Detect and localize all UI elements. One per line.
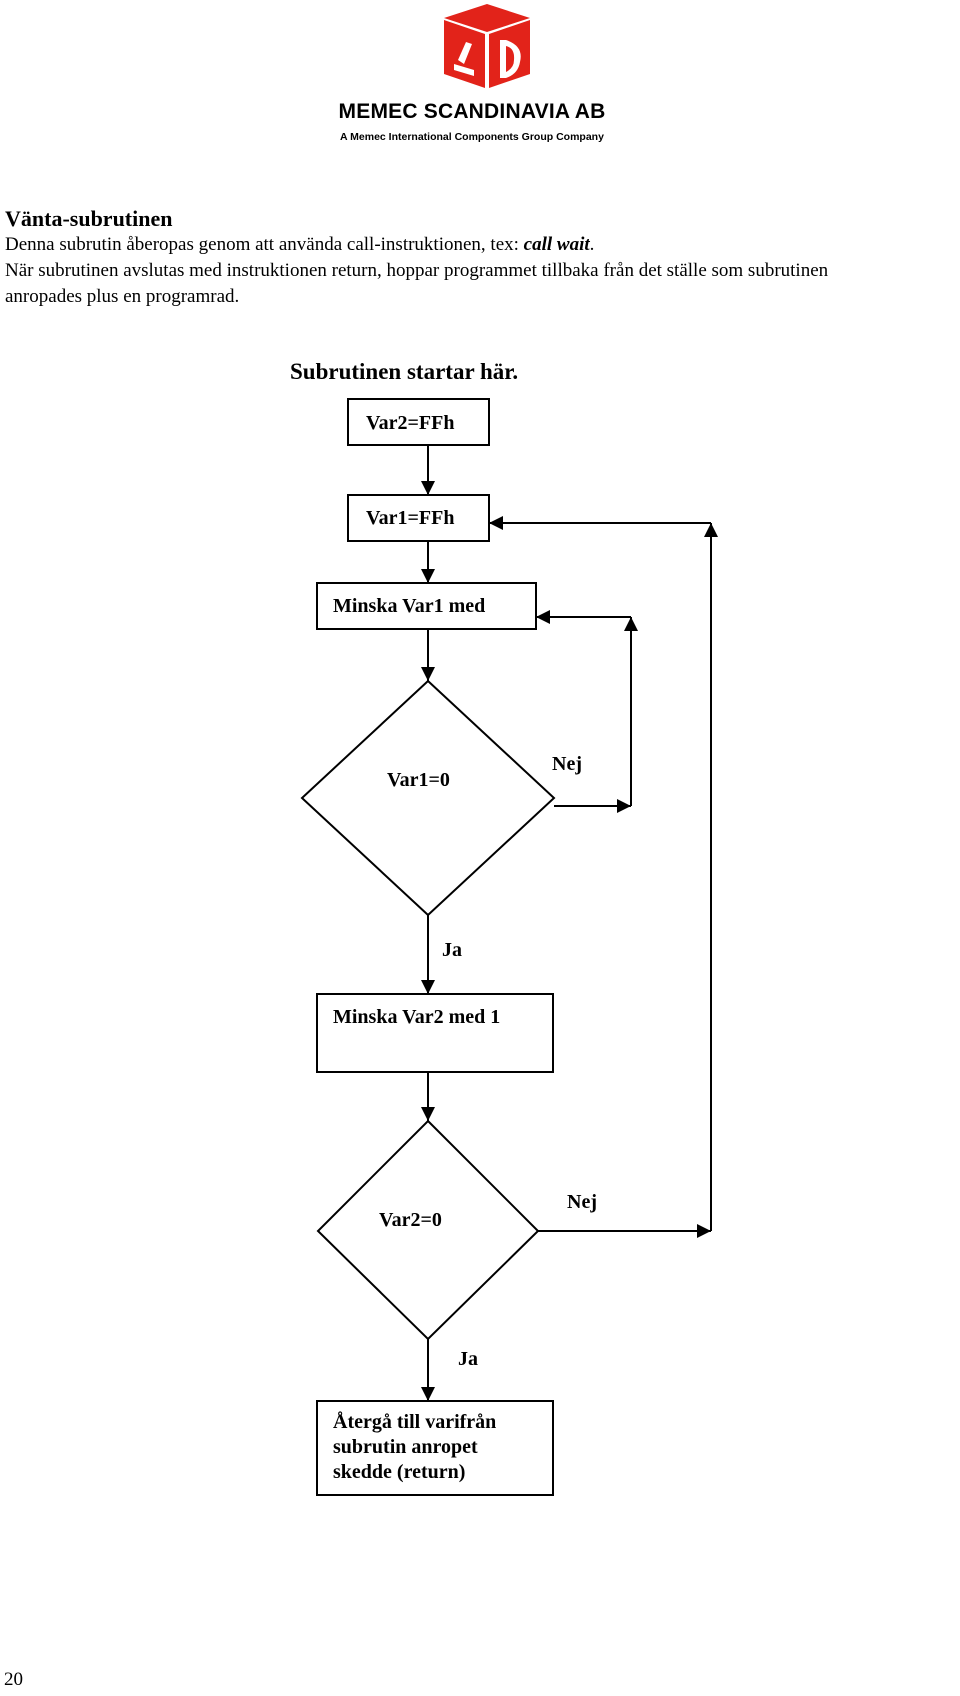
- company-name: MEMEC SCANDINAVIA AB: [338, 100, 606, 123]
- company-tagline: A Memec International Components Group C…: [340, 131, 604, 143]
- branch-no-label-1: Nej: [552, 753, 582, 775]
- intro-line-1: Denna subrutin åberopas genom att använd…: [5, 234, 595, 255]
- node-dec-var2: [316, 993, 554, 1073]
- node-check-var2-label: Var2=0: [379, 1209, 442, 1231]
- node-check-var1: [300, 679, 556, 917]
- node-return-line-3: skedde (return): [333, 1461, 465, 1483]
- branch-no-label-2: Nej: [567, 1191, 597, 1213]
- node-return-line-2: subrutin anropet: [333, 1436, 478, 1458]
- red-cube-logo-icon: [444, 4, 530, 88]
- node-return-line-1: Återgå till varifrån: [333, 1410, 496, 1433]
- intro-line-3: anropades plus en programrad.: [5, 286, 240, 307]
- node-return: [316, 1400, 554, 1496]
- company-header: MEMEC SCANDINAVIA AB A Memec Internation…: [0, 0, 960, 150]
- node-set-var2: [347, 398, 490, 446]
- page-number: 20: [4, 1669, 23, 1690]
- node-dec-var2-label: Minska Var2 med 1: [333, 1006, 500, 1028]
- node-dec-var1-label: Minska Var1 med: [333, 595, 485, 617]
- intro-line-2: När subrutinen avslutas med instruktione…: [5, 260, 829, 281]
- node-dec-var1: [316, 582, 537, 630]
- section-title: Vänta-subrutinen: [5, 206, 173, 231]
- branch-yes-label-2: Ja: [458, 1348, 478, 1370]
- call-wait-emphasis: call wait: [523, 234, 590, 255]
- node-check-var1-label: Var1=0: [387, 769, 450, 791]
- node-set-var1-label: Var1=FFh: [366, 507, 454, 529]
- node-set-var2-label: Var2=FFh: [366, 412, 454, 434]
- flowchart-caption: Subrutinen startar här.: [290, 359, 519, 384]
- branch-yes-label-1: Ja: [442, 939, 462, 961]
